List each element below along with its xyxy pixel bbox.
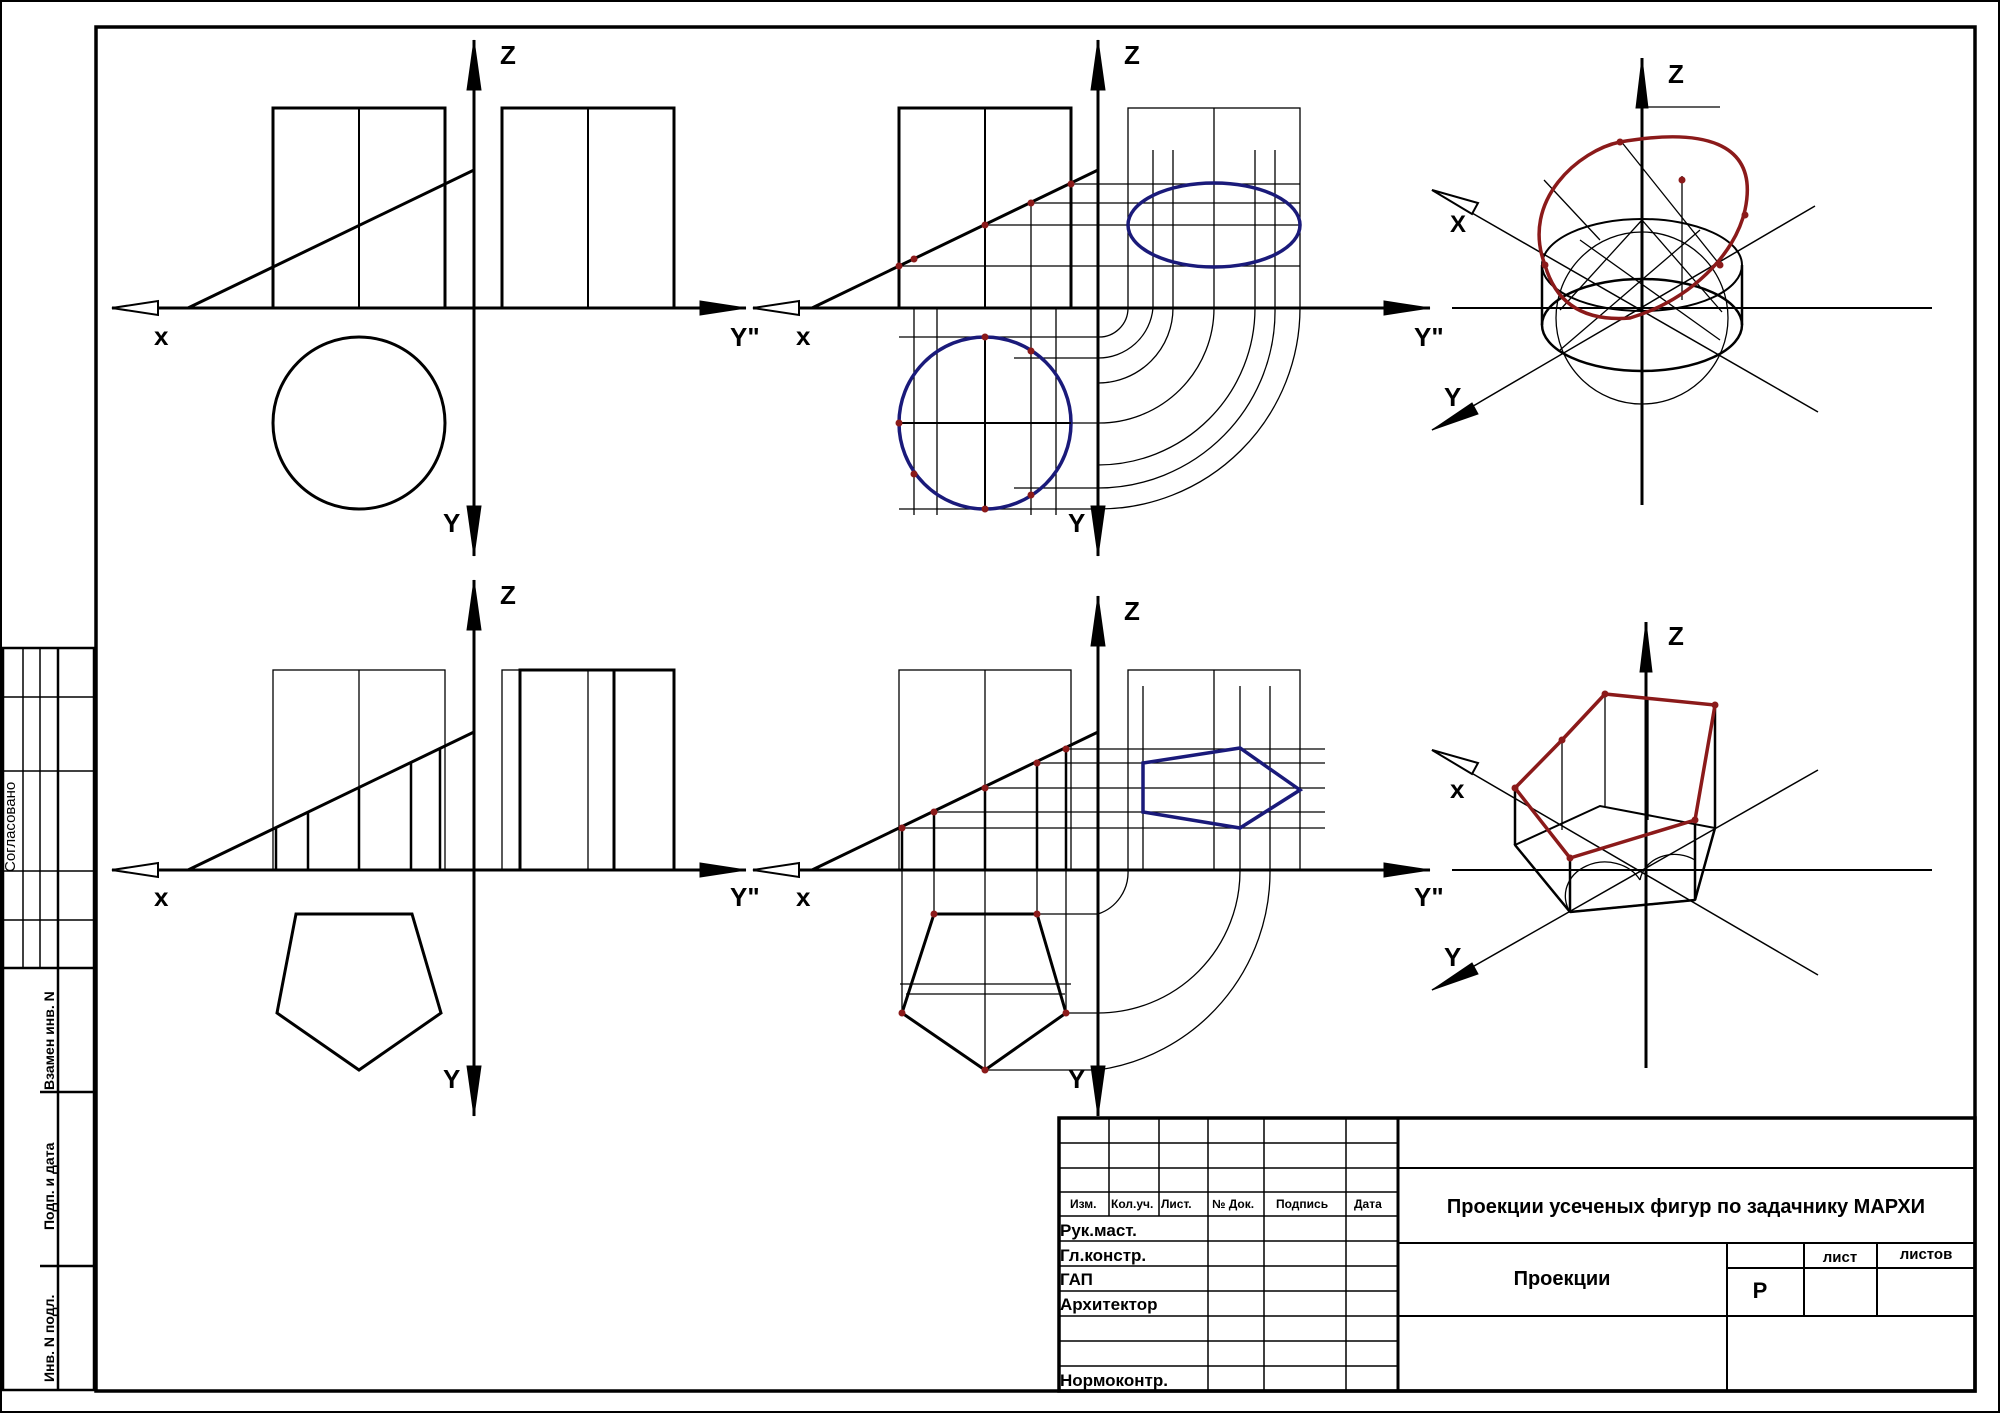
axis-label-z: Z bbox=[1124, 596, 1140, 626]
role-ruk-mast: Рук.маст. bbox=[1060, 1221, 1137, 1240]
axis-label-y: Y bbox=[1068, 1064, 1085, 1094]
col-doc: № Док. bbox=[1212, 1197, 1254, 1211]
title-block-roles: Рук.маст. Гл.констр. ГАП Архитектор Норм… bbox=[1060, 1221, 1168, 1390]
drawing-title: Проекции усеченых фигур по задачнику МАР… bbox=[1447, 1196, 1925, 1218]
role-architect: Архитектор bbox=[1060, 1295, 1158, 1314]
axis-label-y: Y bbox=[1444, 942, 1461, 972]
role-gl-konstr: Гл.констр. bbox=[1060, 1246, 1146, 1265]
panel-cylinder-task bbox=[111, 39, 747, 557]
side-label-replaced: Взамен инв. N bbox=[41, 991, 57, 1090]
col-izm: Изм. bbox=[1070, 1197, 1097, 1211]
col-sign: Подпись bbox=[1276, 1197, 1328, 1211]
axis-label-y: Y bbox=[1068, 508, 1085, 538]
axis-label-x: x bbox=[154, 882, 169, 912]
col-date: Дата bbox=[1354, 1197, 1382, 1211]
side-label-inv-orig: Инв. N подл. bbox=[41, 1295, 57, 1382]
axis-label-z: Z bbox=[500, 40, 516, 70]
axis-label-z: Z bbox=[1668, 621, 1684, 651]
axis-label-y-prime: Y" bbox=[730, 322, 760, 352]
axis-label-y-prime: Y" bbox=[730, 882, 760, 912]
side-label-agreed: Согласовано bbox=[2, 782, 19, 872]
col-kol-uch: Кол.уч. bbox=[1111, 1197, 1153, 1211]
side-stamp bbox=[1, 646, 96, 1392]
role-normokontr: Нормоконтр. bbox=[1060, 1371, 1168, 1390]
drawing-frame bbox=[94, 25, 1977, 1393]
panel-prism-task bbox=[111, 579, 747, 1117]
sheets-label: листов bbox=[1900, 1246, 1953, 1263]
axis-label-y: Y bbox=[1444, 382, 1461, 412]
axis-label-z: Z bbox=[500, 580, 516, 610]
axis-label-y-prime: Y" bbox=[1414, 882, 1444, 912]
panel-prism-construction bbox=[752, 595, 1431, 1117]
axis-label-x: x bbox=[1450, 774, 1465, 804]
axis-label-y-prime: Y" bbox=[1414, 322, 1444, 352]
stage-value: Р bbox=[1753, 1278, 1768, 1303]
axis-label-z: Z bbox=[1668, 59, 1684, 89]
role-gap: ГАП bbox=[1060, 1270, 1093, 1289]
drawing-subtitle: Проекции bbox=[1514, 1268, 1611, 1290]
axis-label-x: x bbox=[796, 321, 811, 351]
axis-label-x-upper: X bbox=[1450, 211, 1466, 238]
axis-label-z: Z bbox=[1124, 40, 1140, 70]
axis-label-x: x bbox=[154, 321, 169, 351]
col-list: Лист. bbox=[1161, 1197, 1192, 1211]
axis-label-y: Y bbox=[443, 1064, 460, 1094]
side-label-sign-date: Подп. и дата bbox=[41, 1142, 57, 1230]
sheet-label: лист bbox=[1823, 1249, 1857, 1266]
title-block bbox=[1057, 1116, 1977, 1393]
axis-label-y: Y bbox=[443, 508, 460, 538]
panel-prism-axonometry bbox=[1431, 621, 1932, 1068]
axis-label-x: x bbox=[796, 882, 811, 912]
title-block-columns: Изм. Кол.уч. Лист. № Док. Подпись Дата bbox=[1070, 1197, 1382, 1211]
panel-cylinder-axonometry bbox=[1431, 57, 1932, 505]
panel-cylinder-construction bbox=[752, 39, 1431, 557]
